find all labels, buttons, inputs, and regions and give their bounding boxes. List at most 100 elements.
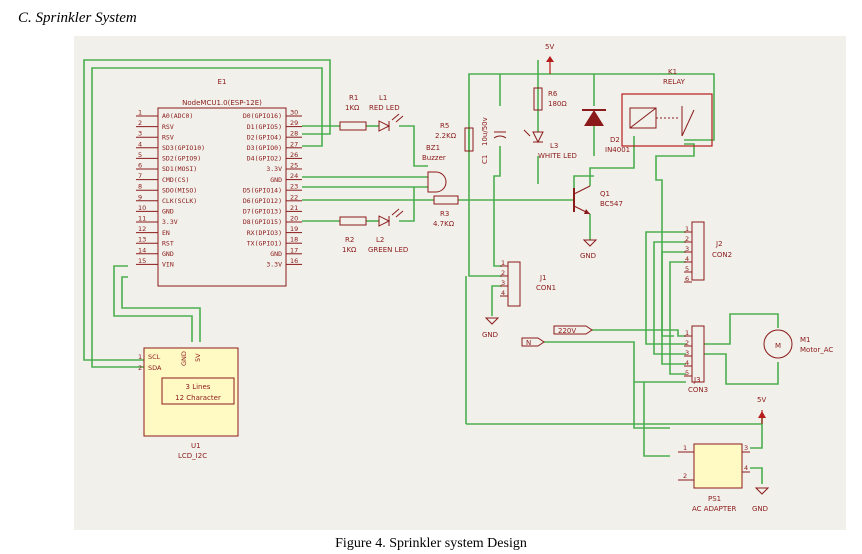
l2-ref: L2 (376, 236, 384, 244)
j3-pin-number: 5 (685, 369, 689, 377)
led-l3: L3 WHITE LED (523, 129, 577, 160)
r2-value: 1KΩ (342, 246, 357, 254)
c1-ref: C1 (481, 155, 489, 164)
mcu-left-pin-name: EN (162, 229, 170, 237)
mcu-left-pin-number: 1 (138, 109, 142, 117)
lcd-line-1: 3 Lines (186, 383, 211, 391)
mcu-right-pin-name: D7(GPIO13) (243, 208, 282, 216)
port-220v-label: 220V (558, 327, 576, 335)
mcu-right-pin-name: D8(GPIO15) (243, 218, 282, 226)
relay-k1: K1 RELAY (621, 68, 713, 147)
resistor-r2: R2 1KΩ (339, 216, 367, 254)
mcu-left-pin-name: SD1(MOSI) (162, 165, 197, 173)
j1-pin-number: 4 (501, 289, 505, 297)
j2-pin-number: 2 (685, 235, 689, 243)
lcd-pin-vcc: 5V (194, 353, 202, 362)
j2-pin-number: 4 (685, 255, 689, 263)
mcu-right-pin-name: D6(GPIO12) (243, 197, 282, 205)
ps1-pin-2: 2 (683, 472, 687, 480)
mcu-left-pin-number: 15 (138, 257, 146, 265)
mcu-right-pin-name: D5(GPIO14) (243, 186, 282, 194)
power-5v-top: 5V (545, 43, 554, 74)
mcu-right-pin-number: 23 (290, 183, 298, 191)
mcu-left-pin-name: VIN (162, 261, 174, 269)
mcu-left-pin-name: RSV (162, 123, 174, 131)
l2-value: GREEN LED (368, 246, 408, 254)
mcu-right-pin-name: D4(GPIO2) (247, 155, 282, 163)
mcu-right-pin-number: 20 (290, 215, 298, 223)
transistor-q1: Q1 BC547 (573, 185, 623, 215)
j1-pin-number: 2 (501, 269, 505, 277)
mcu-ref: E1 (218, 78, 227, 86)
r3-value: 4.7KΩ (433, 220, 455, 228)
d2-ref: D2 (610, 136, 620, 144)
mcu-right-pin-name: RX(DPIO3) (247, 229, 282, 237)
mcu-left-pin-number: 6 (138, 162, 142, 170)
mcu-right-pin-number: 27 (290, 140, 298, 148)
j2-value: CON2 (712, 251, 732, 259)
resistor-r1: R1 1KΩ (339, 94, 367, 131)
mcu-left-pin-number: 9 (138, 193, 142, 201)
mcu-left-pin-number: 11 (138, 215, 146, 223)
j3-value: CON3 (688, 386, 708, 394)
r5-ref: R5 (440, 122, 449, 130)
mcu-right-pin-name: TX(GPIO1) (247, 239, 282, 247)
mcu-left-pin-name: SDO(MISO) (162, 186, 197, 194)
figure-caption: Figure 4. Sprinkler system Design (335, 536, 527, 551)
mcu-right-pin-number: 18 (290, 236, 298, 244)
mcu-right-pin-number: 19 (290, 225, 298, 233)
mcu-left-pin-number: 3 (138, 130, 142, 138)
vcc-right-label: 5V (757, 396, 766, 404)
lcd-line-2: 12 Character (175, 394, 221, 402)
u1-ref: U1 (191, 442, 201, 450)
r5-value: 2.2KΩ (435, 132, 457, 140)
mcu-left-pin-number: 5 (138, 151, 142, 159)
r1-ref: R1 (349, 94, 358, 102)
mcu-left-pin-number: 14 (138, 246, 146, 254)
ps1-value: AC ADAPTER (692, 505, 737, 513)
mcu-left-pin-name: 3.3V (162, 218, 178, 226)
m1-symbol: M (775, 342, 781, 350)
mcu-right-pin-number: 30 (290, 109, 298, 117)
j3-pin-number: 1 (685, 329, 689, 337)
mcu-left-pin-number: 4 (138, 140, 142, 148)
gnd-ps1-label: GND (752, 505, 768, 513)
resistor-r3: R3 4.7KΩ (433, 195, 459, 228)
mcu-right-pin-number: 29 (290, 119, 298, 127)
mcu-left-pin-number: 13 (138, 236, 146, 244)
mcu-right-pin-number: 26 (290, 151, 298, 159)
k1-ref: K1 (668, 68, 677, 76)
ps1-pin-1: 1 (683, 444, 687, 452)
ps1-pin-4: 4 (744, 464, 748, 472)
r6-value: 180Ω (548, 100, 567, 108)
led-l2: L2 GREEN LED (368, 208, 408, 254)
mcu-right-pin-name: D1(GPIO5) (247, 123, 282, 131)
u1-value: LCD_I2C (178, 452, 207, 460)
l1-ref: L1 (379, 94, 387, 102)
mcu-right-pin-name: 3.3V (266, 165, 282, 173)
l3-value: WHITE LED (538, 152, 577, 160)
mcu-right-pin-name: D2(GPIO4) (247, 133, 282, 141)
mcu-left-pin-name: RST (162, 239, 174, 247)
j3-ref: J3 (693, 376, 701, 384)
r1-value: 1KΩ (345, 104, 360, 112)
lcd-pin-scl-num: 1 (138, 353, 142, 361)
motor-m1: M M1 Motor_AC (763, 329, 833, 359)
mcu-right-pin-number: 24 (290, 172, 298, 180)
mcu-right-pin-number: 25 (290, 162, 298, 170)
j1-pin-number: 1 (501, 259, 505, 267)
mcu-right-pin-number: 17 (290, 246, 298, 254)
wires (83, 59, 779, 484)
j2-pin-number: 5 (685, 265, 689, 273)
q1-value: BC547 (600, 200, 623, 208)
m1-value: Motor_AC (800, 346, 833, 354)
j1-pin-number: 3 (501, 279, 505, 287)
mcu-left-pin-name: CLK(SCLK) (162, 197, 197, 205)
j1-value: CON1 (536, 284, 556, 292)
bz1-ref: BZ1 (426, 144, 440, 152)
lcd-u1: 3 Lines 12 Character SCL SDA 1 2 GND 5V … (138, 347, 239, 460)
port-neutral-label: N (526, 339, 531, 347)
